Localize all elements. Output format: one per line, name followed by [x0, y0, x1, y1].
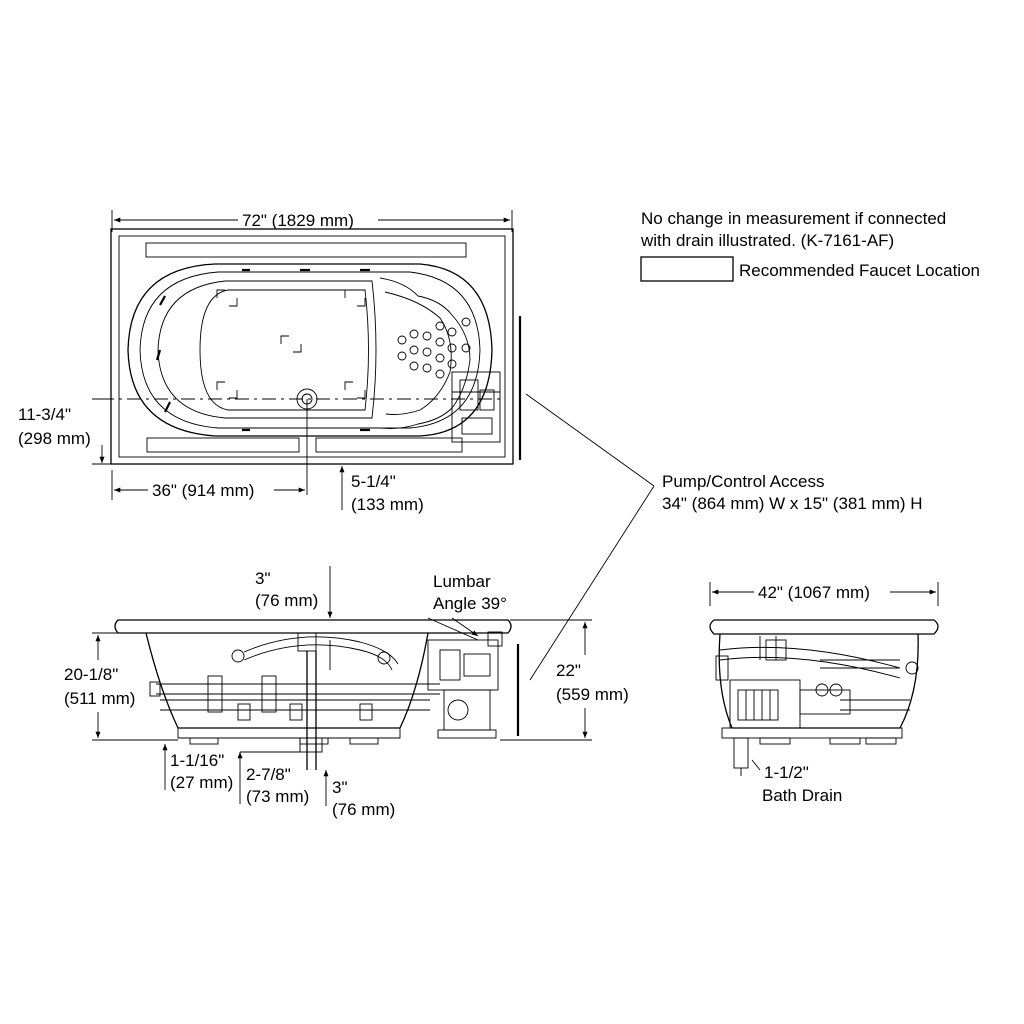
- depth-line2: (511 mm): [64, 689, 135, 708]
- height-line2: (559 mm): [556, 685, 629, 704]
- backrest-jets: [397, 317, 471, 379]
- height-line1: 22": [556, 661, 581, 680]
- depth-line1: 20-1/8": [64, 665, 118, 684]
- notes: No change in measurement if connected wi…: [640, 209, 980, 282]
- drain-len-line1: 3": [332, 778, 348, 797]
- end-rim: [709, 619, 939, 635]
- access-line1: Pump/Control Access: [662, 472, 825, 491]
- lumbar-line2: Angle 39°: [433, 594, 507, 613]
- end-view: 42" (1067 mm): [709, 582, 939, 805]
- drain-note-line2: with drain illustrated. (K-7161-AF): [640, 231, 894, 250]
- access-line2: 34" (864 mm) W x 15" (381 mm) H: [662, 494, 923, 513]
- faucet-strip-bottom-right: [315, 437, 463, 453]
- foot-dim-line1: 1-1/16": [170, 751, 224, 770]
- side-pump: [427, 631, 503, 739]
- drain-dim-line1: 2-7/8": [246, 765, 291, 784]
- drain-edge-line2: (133 mm): [351, 495, 424, 514]
- faucet-strip-bottom-left: [146, 437, 300, 453]
- tub-deck-outline: [110, 228, 514, 465]
- side-rim: [114, 619, 512, 634]
- top-view: 72" (1829 mm): [18, 210, 522, 514]
- pump-control-box: [451, 371, 501, 443]
- foot-dim-line2: (27 mm): [170, 773, 233, 792]
- drain-offset-dim: 36" (914 mm): [152, 481, 254, 500]
- drain-dim-line2: (73 mm): [246, 787, 309, 806]
- end-pump: [729, 679, 851, 729]
- floor-jets: [216, 289, 366, 399]
- rim-dim-line2: (76 mm): [255, 591, 318, 610]
- bath-drain-line2: Bath Drain: [762, 786, 842, 805]
- side-view: 3" (76 mm) Lumbar Angle 39° 20-1/8" (511…: [64, 566, 629, 819]
- drain-len-line2: (76 mm): [332, 800, 395, 819]
- rim-dim-line1: 3": [255, 569, 271, 588]
- side-dim-line1: 11-3/4": [18, 405, 71, 424]
- access-callout: Pump/Control Access 34" (864 mm) W x 15"…: [525, 393, 923, 681]
- faucet-legend-swatch: [640, 256, 734, 282]
- faucet-strip-top: [145, 242, 467, 258]
- drain-note-line1: No change in measurement if connected: [641, 209, 946, 228]
- drain-edge-line1: 5-1/4": [351, 472, 396, 491]
- basin-outer: [127, 263, 493, 437]
- side-jet-marks: [155, 268, 370, 432]
- lumbar-line1: Lumbar: [433, 572, 491, 591]
- side-dim-line2: (298 mm): [18, 429, 91, 448]
- faucet-legend-label: Recommended Faucet Location: [739, 261, 980, 280]
- bath-drain-line1: 1-1/2": [764, 763, 809, 782]
- top-width-dim: 72" (1829 mm): [242, 211, 354, 230]
- end-width-dim: 42" (1067 mm): [758, 583, 870, 602]
